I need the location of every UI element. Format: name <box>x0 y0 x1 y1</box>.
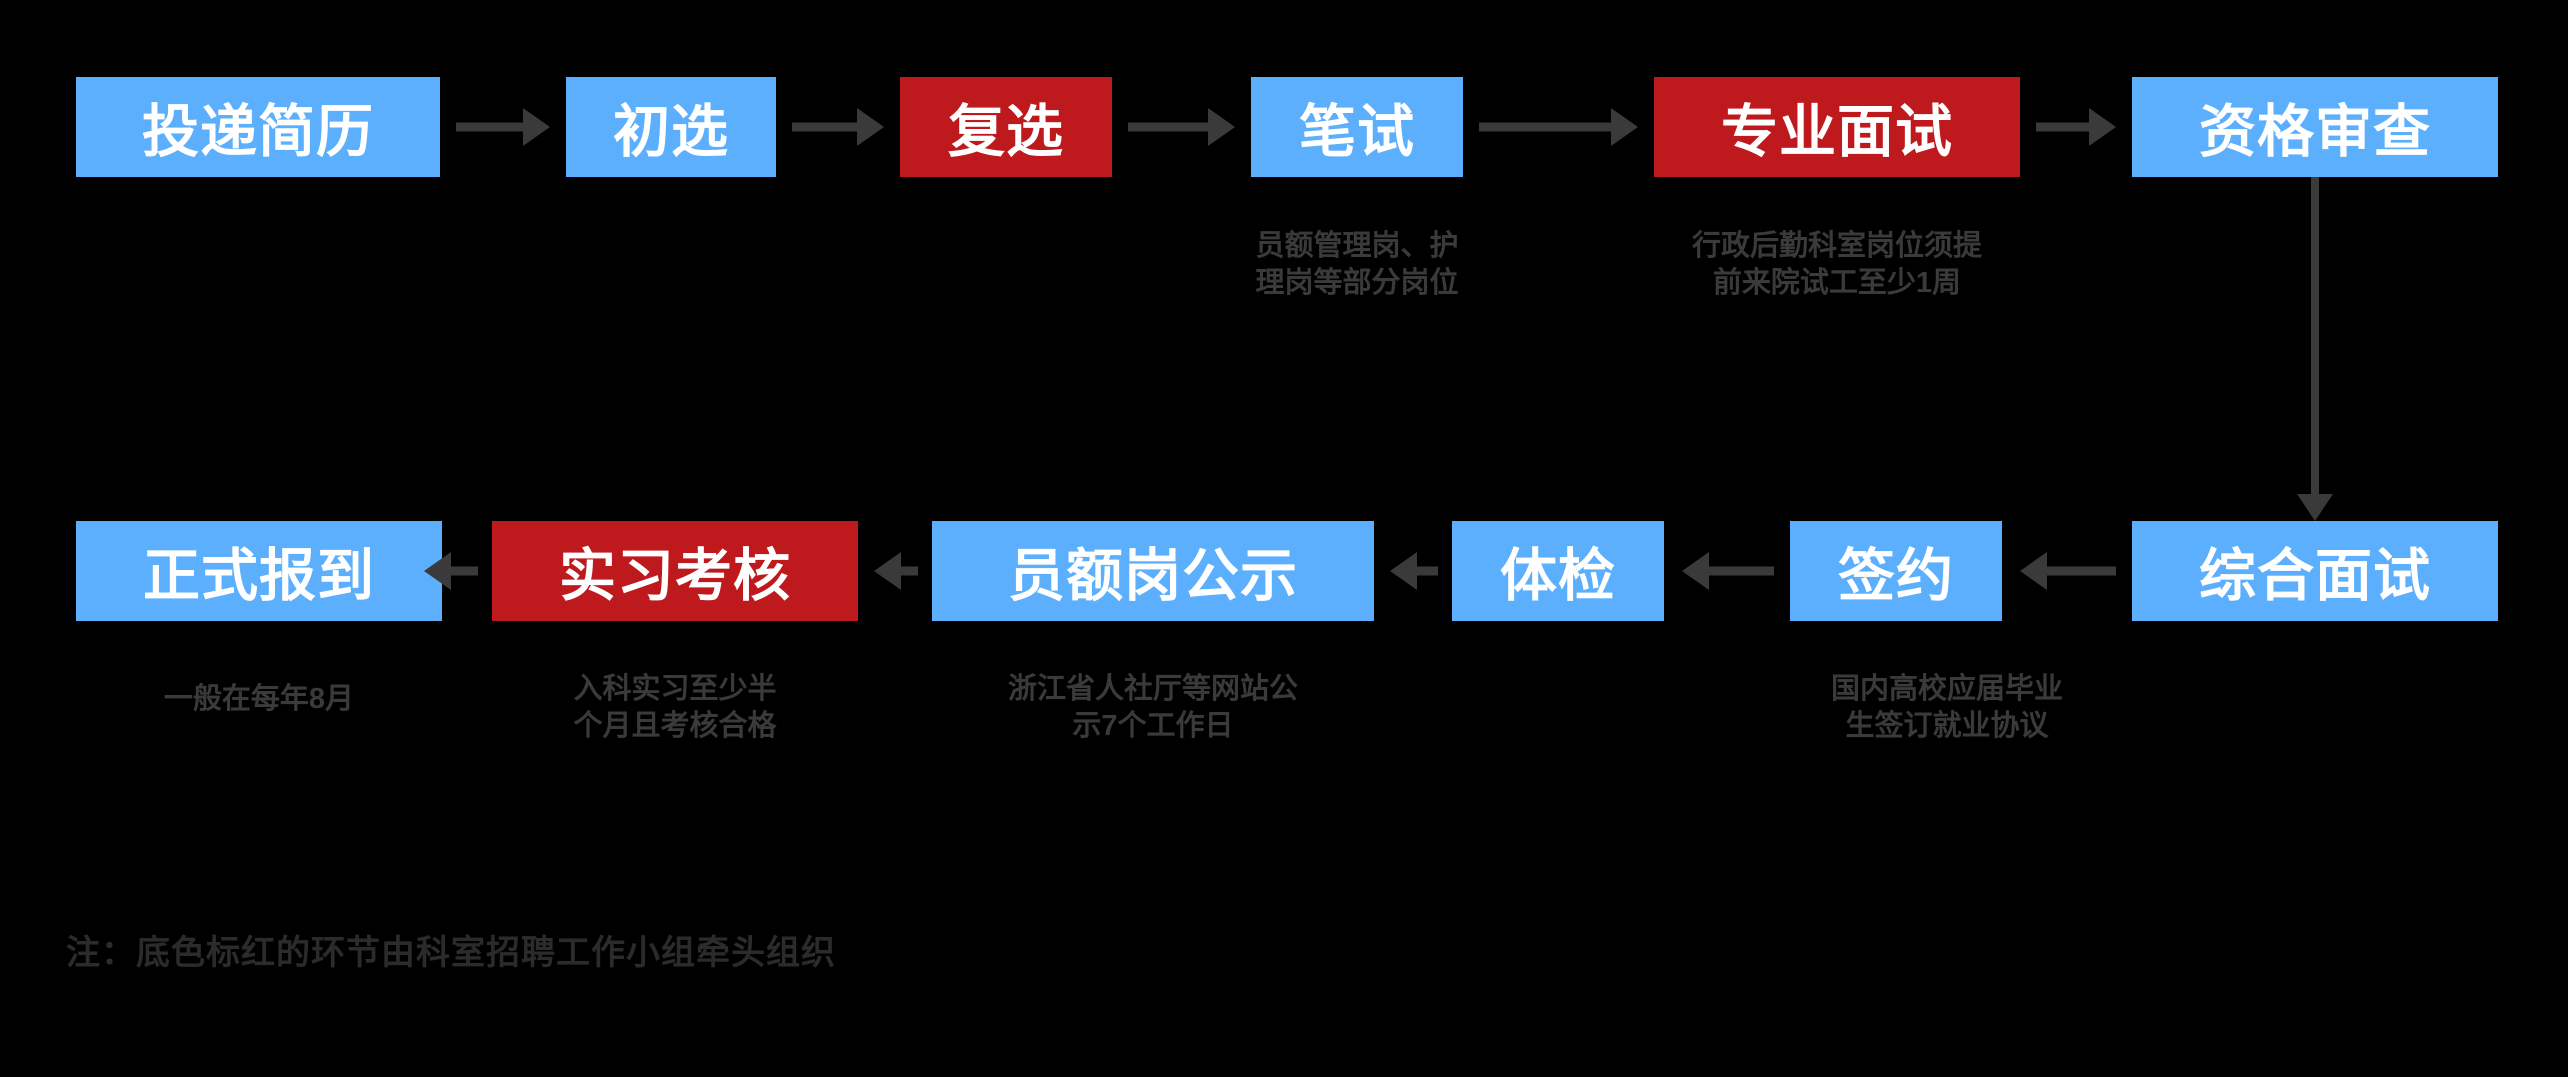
node-员额岗公示[interactable]: 员额岗公示 <box>932 521 1374 621</box>
node-专业面试[interactable]: 专业面试 <box>1654 77 2020 177</box>
arrow-shaft <box>1128 122 1208 132</box>
arrow-shaft <box>456 122 523 132</box>
caption-签约: 国内高校应届毕业 生签订就业协议 <box>1830 673 2063 743</box>
arrow-shaft <box>451 566 478 576</box>
arrow-shaft <box>2311 177 2319 494</box>
arrow-head <box>1682 552 1709 590</box>
arrow-head <box>2020 552 2047 590</box>
arrow-head <box>874 552 901 590</box>
arrow-head <box>857 108 884 146</box>
arrow-shaft <box>792 122 857 132</box>
arrow-head <box>1611 108 1638 146</box>
caption-笔试: 员额管理岗、护 理岗等部分岗位 <box>1255 230 1459 300</box>
caption-正式报到: 一般在每年8月 <box>163 683 355 715</box>
caption-专业面试: 行政后勤科室岗位须提 前来院试工至少1周 <box>1691 230 1982 300</box>
node-笔试[interactable]: 笔试 <box>1251 77 1463 177</box>
node-体检[interactable]: 体检 <box>1452 521 1664 621</box>
node-综合面试[interactable]: 综合面试 <box>2132 521 2498 621</box>
node-实习考核[interactable]: 实习考核 <box>492 521 858 621</box>
arrow-head <box>523 108 550 146</box>
arrow-shaft <box>1709 566 1774 576</box>
arrow-head <box>2089 108 2116 146</box>
caption-员额岗公示: 浙江省人社厅等网站公 示7个工作日 <box>1007 673 1298 743</box>
arrow-head <box>1208 108 1235 146</box>
arrow-shaft <box>2036 122 2089 132</box>
node-复选[interactable]: 复选 <box>900 77 1112 177</box>
node-签约[interactable]: 签约 <box>1790 521 2002 621</box>
node-正式报到[interactable]: 正式报到 <box>76 521 442 621</box>
caption-实习考核: 入科实习至少半 个月且考核合格 <box>573 673 777 743</box>
arrow-head <box>1390 552 1417 590</box>
node-资格审查[interactable]: 资格审查 <box>2132 77 2498 177</box>
arrow-head <box>2297 494 2333 521</box>
arrow-shaft <box>901 566 918 576</box>
arrow-shaft <box>1479 122 1611 132</box>
node-投递简历[interactable]: 投递简历 <box>76 77 440 177</box>
legend-note: 注：底色标红的环节由科室招聘工作小组牵头组织 <box>66 934 836 972</box>
node-初选[interactable]: 初选 <box>566 77 776 177</box>
arrow-head <box>424 552 451 590</box>
arrow-shaft <box>2047 566 2116 576</box>
arrow-shaft <box>1417 566 1438 576</box>
